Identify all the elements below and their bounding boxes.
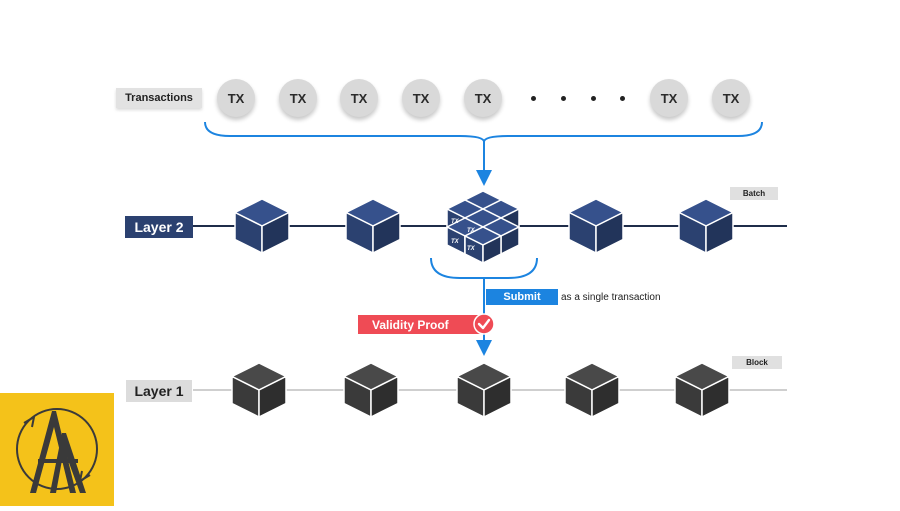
layer2-block-cube (678, 198, 734, 254)
layer1-block-cube (231, 362, 287, 418)
transaction-circle: TX (217, 79, 255, 117)
batch-tx-text: TX (451, 219, 459, 225)
batch-label: Batch (730, 187, 778, 200)
ellipsis-dot (591, 96, 596, 101)
transaction-circle: TX (712, 79, 750, 117)
ellipsis-dot (561, 96, 566, 101)
logo (0, 393, 114, 506)
layer1-block-cube (343, 362, 399, 418)
layer2-block-cube (345, 198, 401, 254)
transaction-circle: TX (279, 79, 317, 117)
transaction-circle: TX (340, 79, 378, 117)
submit-note: as a single transaction (561, 292, 661, 303)
submit-tag: Submit (486, 289, 558, 305)
layer1-block-cube (564, 362, 620, 418)
ellipsis-dot (531, 96, 536, 101)
layer1-label: Layer 1 (126, 380, 192, 402)
transaction-circle: TX (650, 79, 688, 117)
layer2-label: Layer 2 (125, 216, 193, 238)
layer1-block-cube (674, 362, 730, 418)
validity-proof-tag: Validity Proof (358, 315, 482, 334)
batch-subcube (464, 226, 502, 264)
layer2-block-cube (234, 198, 290, 254)
batch-tx-text: TX (467, 246, 475, 252)
batch-tx-text: TX (451, 239, 459, 245)
layer1-block-cube (456, 362, 512, 418)
transaction-circle: TX (402, 79, 440, 117)
ellipsis-dot (620, 96, 625, 101)
transaction-circle: TX (464, 79, 502, 117)
check-circle-icon (473, 313, 495, 335)
layer2-block-cube (568, 198, 624, 254)
validity-proof-label: Validity Proof (372, 317, 449, 332)
logo-icon (16, 408, 98, 493)
batch-tx-text: TX (467, 228, 475, 234)
transactions-label: Transactions (116, 88, 202, 108)
block-label: Block (732, 356, 782, 369)
